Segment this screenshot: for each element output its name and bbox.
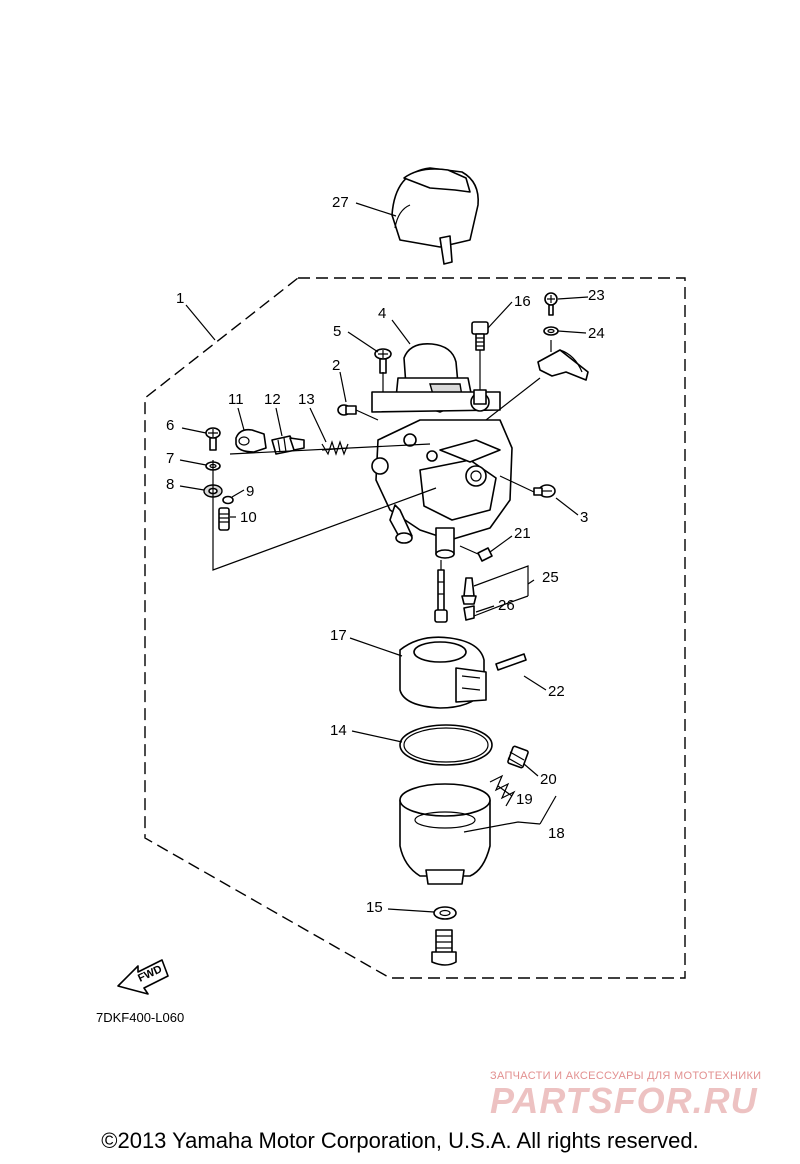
part-26-clip [463, 605, 475, 621]
callout-7: 7 [166, 450, 174, 467]
callout-24: 24 [588, 325, 605, 342]
callout-9: 9 [246, 483, 254, 500]
callout-8: 8 [166, 476, 174, 493]
part-5-screw [374, 348, 392, 374]
callout-26: 26 [498, 597, 515, 614]
callout-27: 27 [332, 194, 349, 211]
callout-10: 10 [240, 509, 257, 526]
part-2-screw [337, 404, 357, 416]
part-10-jet [218, 507, 230, 531]
callout-15: 15 [366, 899, 383, 916]
callout-1: 1 [176, 290, 184, 307]
assembly-boundary [144, 277, 686, 979]
callout-19: 19 [516, 791, 533, 808]
part-23-screw [544, 292, 558, 316]
callout-18: 18 [548, 825, 565, 842]
part-21-screw [459, 545, 493, 562]
part-12-screw [271, 435, 305, 455]
callout-11: 11 [228, 391, 244, 408]
part-14-gasket [399, 724, 493, 766]
bracket [537, 349, 589, 381]
part-19-spring [489, 774, 516, 807]
callout-23: 23 [588, 287, 605, 304]
part-22-pin [495, 653, 527, 671]
callout-22: 22 [548, 683, 565, 700]
carburetor-body [371, 389, 513, 559]
callout-17: 17 [330, 627, 347, 644]
callout-14: 14 [330, 722, 347, 739]
callout-25: 25 [542, 569, 559, 586]
part-16-bolt [471, 321, 489, 351]
part-15-washer [433, 906, 457, 920]
callout-3: 3 [580, 509, 588, 526]
drain-bolt [431, 929, 457, 966]
callout-12: 12 [264, 391, 281, 408]
part-25-needle [434, 569, 448, 623]
callout-16: 16 [514, 293, 531, 310]
part-27-cover [391, 167, 479, 265]
part-24-washer [543, 326, 559, 336]
callout-5: 5 [333, 323, 341, 340]
callout-6: 6 [166, 417, 174, 434]
part-4-actuator [371, 342, 501, 413]
copyright-notice: ©2013 Yamaha Motor Corporation, U.S.A. A… [101, 1128, 699, 1153]
fwd-arrow-icon: FWD [117, 959, 169, 995]
part-6-screw [205, 427, 221, 451]
part-18-float-bowl [399, 783, 491, 885]
callout-4: 4 [378, 305, 386, 322]
part-20-screw [507, 745, 529, 769]
part-9-oring [222, 495, 234, 505]
part-17-float [399, 636, 487, 709]
callout-13: 13 [298, 391, 315, 408]
part-11-plug [235, 428, 267, 453]
watermark-brand: PARTSFOR.RU [490, 1080, 758, 1121]
watermark-tagline: ЗАПЧАСТИ И АКСЕССУАРЫ ДЛЯ МОТОТЕХНИКИ [490, 1070, 762, 1082]
part-25-valve [461, 577, 477, 605]
diagram-code: 7DKF400-L060 [96, 1010, 185, 1025]
callout-20: 20 [540, 771, 557, 788]
callout-21: 21 [514, 525, 531, 542]
callout-2: 2 [332, 357, 340, 374]
part-3-screw [533, 484, 556, 498]
